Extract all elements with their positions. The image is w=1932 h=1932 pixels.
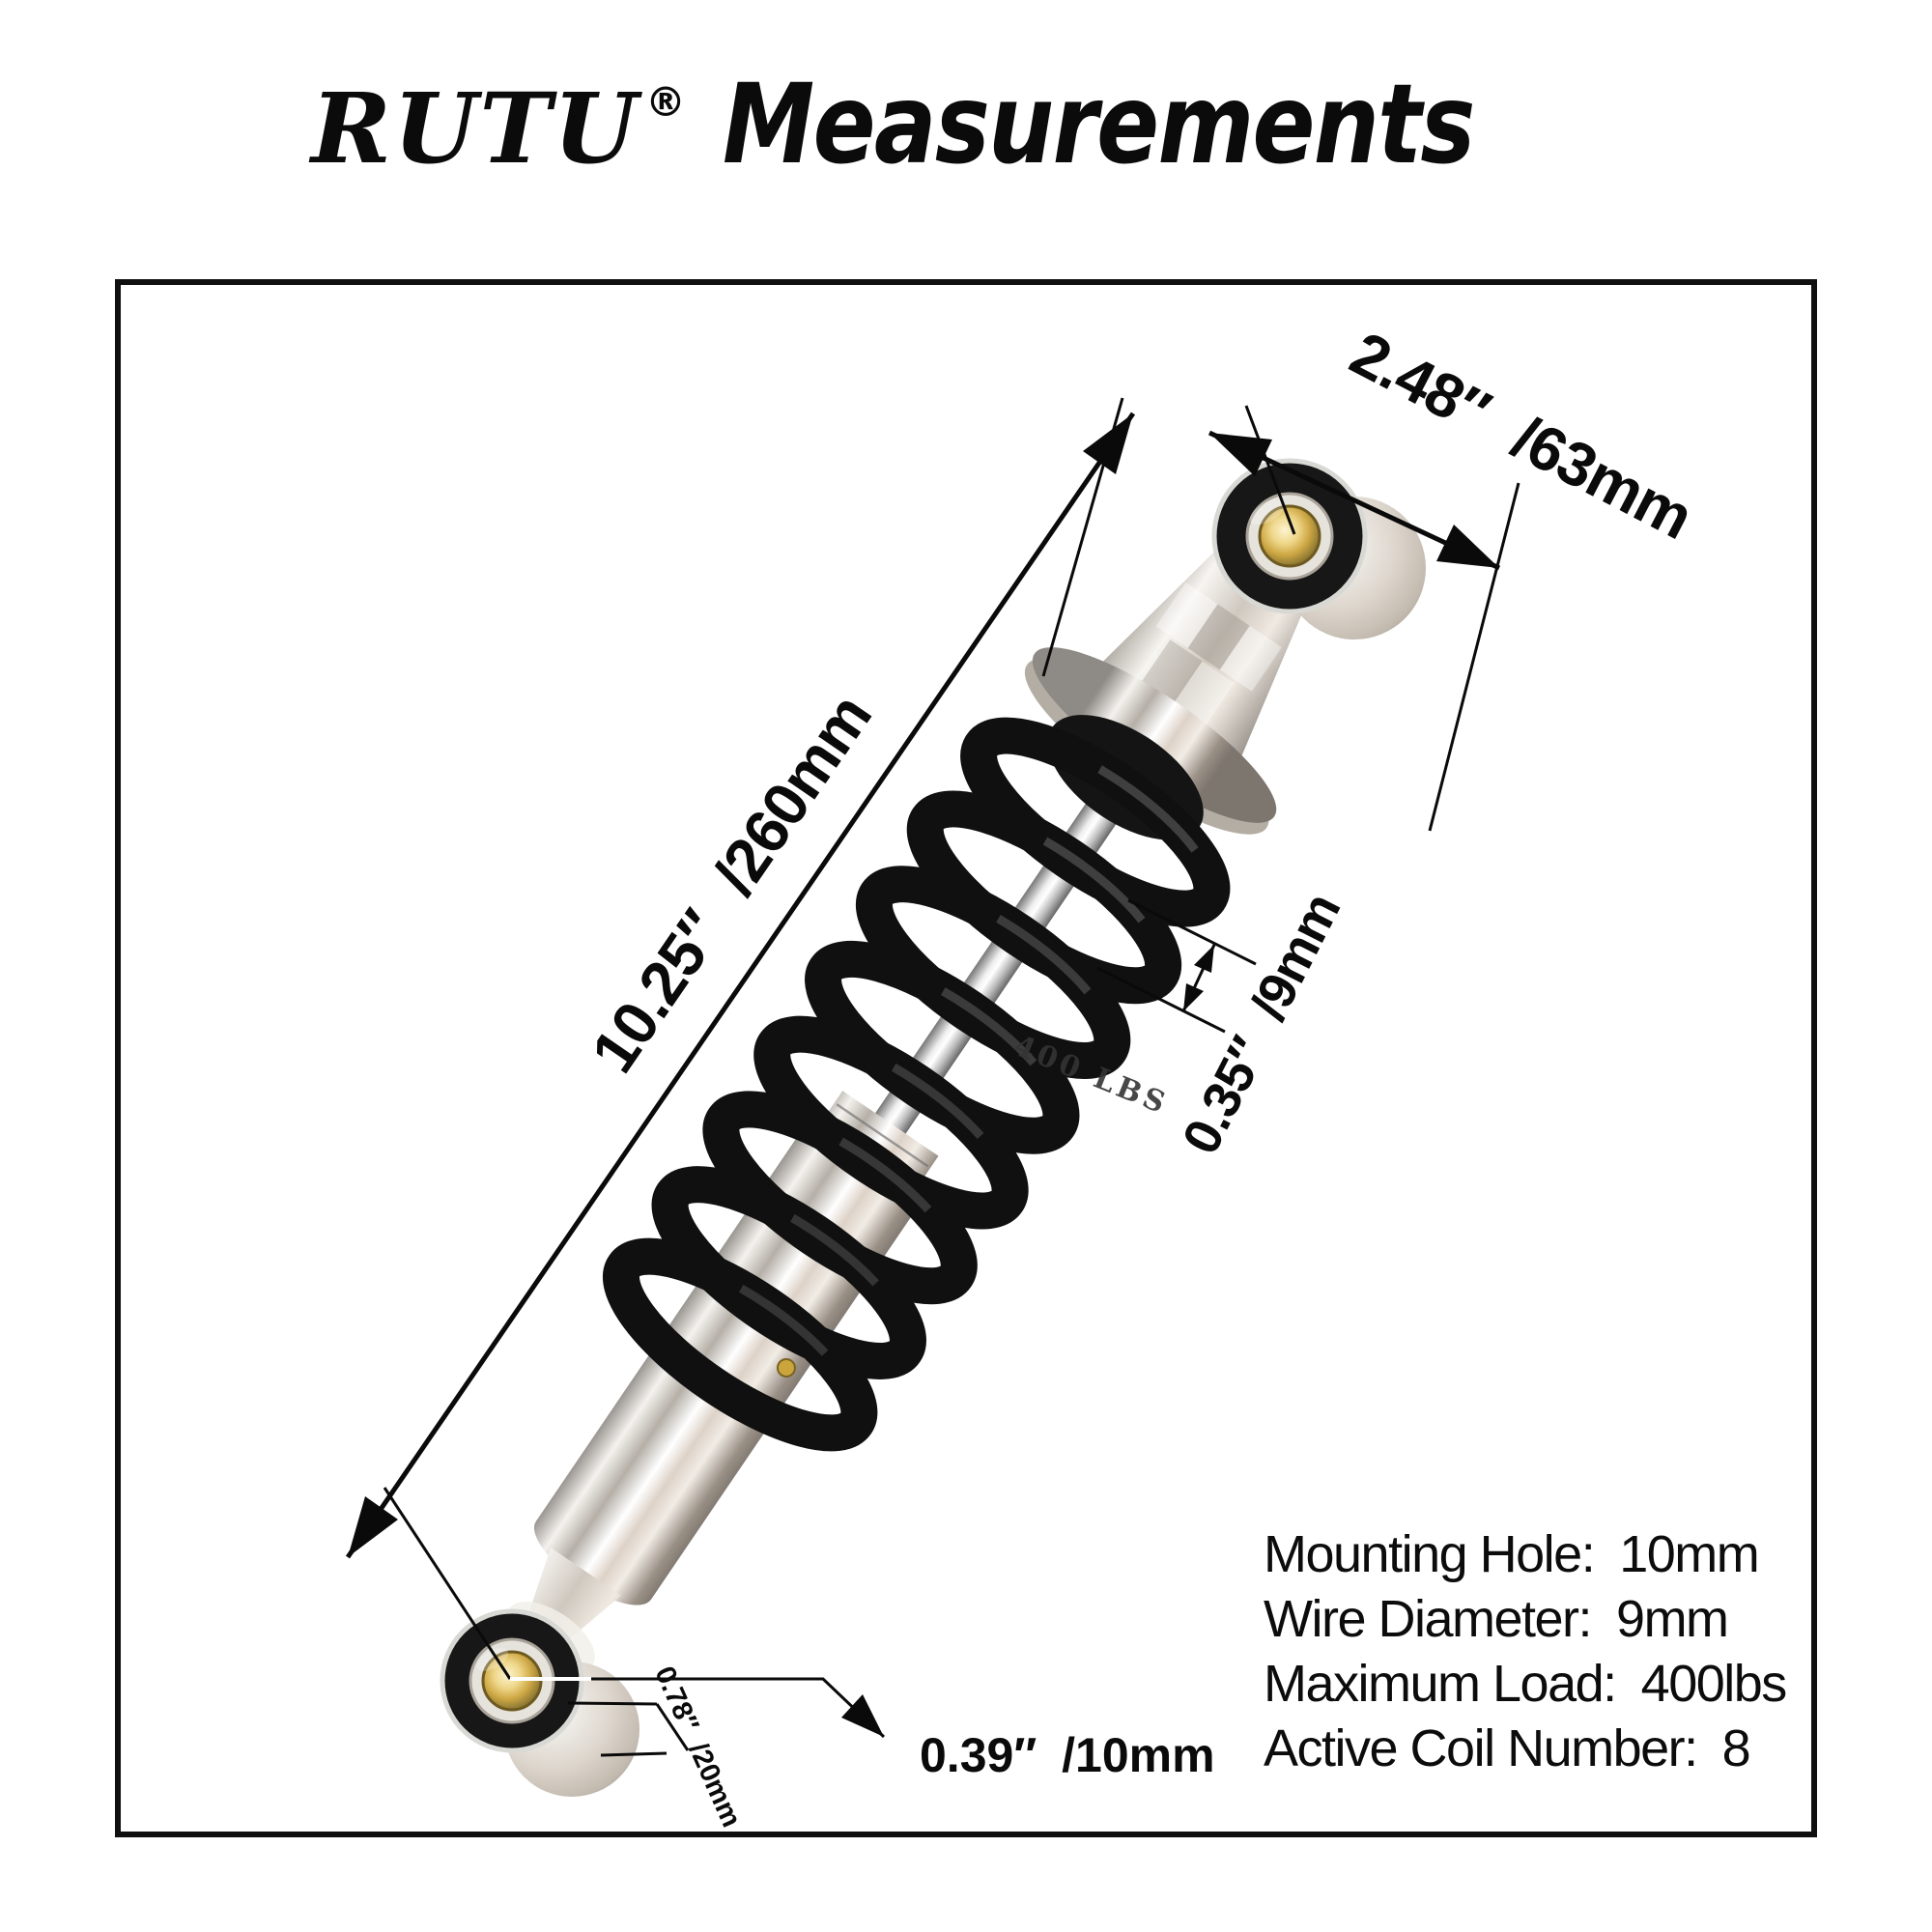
page-title: RUTU® Measurements bbox=[311, 60, 1617, 188]
registered-trademark-icon: ® bbox=[644, 78, 686, 126]
spec-value: 10mm bbox=[1619, 1525, 1760, 1583]
arrowhead bbox=[1183, 983, 1204, 1011]
arrowhead bbox=[1209, 433, 1272, 476]
coil-spring bbox=[602, 717, 1231, 1452]
spec-label: Active Coil Number: bbox=[1264, 1719, 1698, 1777]
spec-row-maximum-load: Maximum Load: 400lbs bbox=[1264, 1652, 1788, 1717]
overall-length-dimension-line bbox=[345, 412, 1136, 1559]
leader-line bbox=[1244, 405, 1296, 535]
mount-thickness-label: 0.78″ /20mm bbox=[648, 1662, 747, 1832]
body-rivet bbox=[776, 1358, 796, 1378]
shock-absorber-illustration bbox=[507, 550, 1304, 1672]
wire-extension-line bbox=[1127, 898, 1257, 966]
spec-list: Mounting Hole: 10mm Wire Diameter: 9mm Max… bbox=[1264, 1522, 1788, 1781]
thickness-connector-line bbox=[655, 1703, 690, 1751]
mounting-hole-label: 0.39″ /10mm bbox=[920, 1728, 1215, 1782]
arrowhead bbox=[348, 1496, 398, 1557]
arrowhead bbox=[1194, 945, 1214, 973]
brand-name: RUTU bbox=[311, 71, 639, 185]
spec-label: Maximum Load: bbox=[1264, 1655, 1617, 1713]
spec-row-active-coils: Active Coil Number: 8 bbox=[1264, 1717, 1786, 1781]
arrowhead bbox=[841, 1694, 884, 1737]
wire-extension-line bbox=[1096, 966, 1226, 1034]
spec-label: Wire Diameter: bbox=[1264, 1590, 1593, 1648]
spec-value: 9mm bbox=[1616, 1590, 1729, 1648]
wire-diameter-label: 0.35″ /9mm bbox=[1172, 885, 1352, 1163]
spec-value: 8 bbox=[1721, 1719, 1751, 1777]
spec-label: Mounting Hole: bbox=[1264, 1525, 1596, 1583]
top-eyelet bbox=[1211, 458, 1426, 639]
diagram-border-frame bbox=[115, 279, 1817, 1837]
dimension-lines bbox=[345, 397, 1520, 1757]
top-eyelet-bushing bbox=[1258, 504, 1321, 568]
thickness-extension-line bbox=[567, 1701, 658, 1706]
extension-line bbox=[1041, 397, 1124, 677]
title-heading: Measurements bbox=[722, 60, 1475, 188]
leader-line bbox=[383, 1487, 512, 1680]
extension-line bbox=[1428, 482, 1520, 832]
spec-value: 400lbs bbox=[1640, 1655, 1788, 1713]
spec-row-wire-diameter: Wire Diameter: 9mm bbox=[1264, 1587, 1786, 1652]
spec-row-mounting-hole: Mounting Hole: 10mm bbox=[1264, 1522, 1786, 1587]
thickness-extension-line bbox=[600, 1751, 668, 1757]
arrowhead bbox=[1436, 525, 1499, 568]
